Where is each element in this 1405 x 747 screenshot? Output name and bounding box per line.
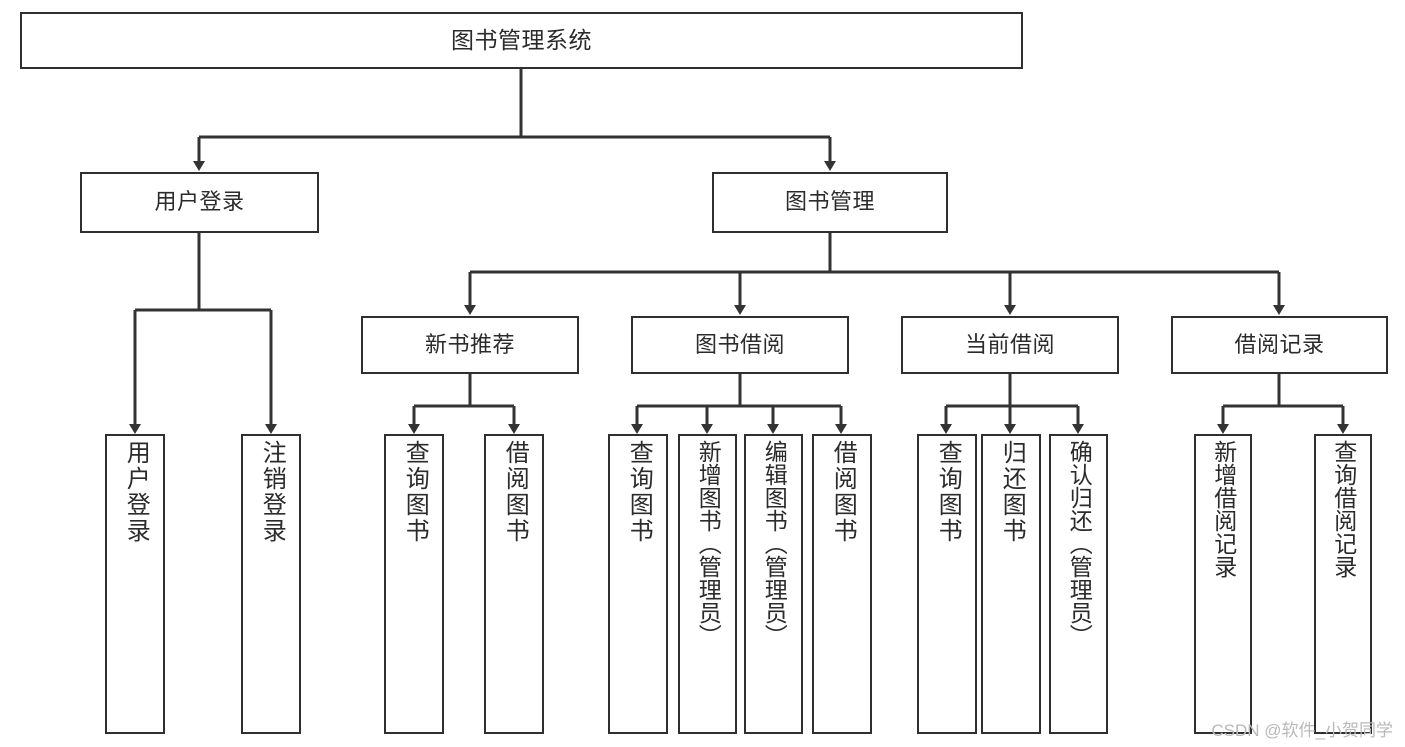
node-label: 用户登录: [154, 189, 245, 215]
node-label: 查询图书: [934, 440, 962, 544]
node-label: 借阅图书: [501, 440, 529, 544]
node-label: 查询图书: [625, 440, 653, 544]
node-leaf-borrow-book-1[interactable]: 借阅图书: [484, 434, 544, 734]
node-borrow-record[interactable]: 借阅记录: [1171, 316, 1388, 374]
node-label: 归还图书: [998, 440, 1026, 544]
node-leaf-query-book-2[interactable]: 查询图书: [608, 434, 668, 734]
node-leaf-return-book[interactable]: 归还图书: [981, 434, 1041, 734]
node-leaf-add-book[interactable]: 新增图书（管理员）: [678, 434, 737, 734]
node-label: 当前借阅: [964, 331, 1055, 357]
node-label: 图书管理: [784, 189, 875, 215]
node-label: 新增借阅记录: [1210, 440, 1237, 578]
node-label: 查询借阅记录: [1330, 440, 1357, 578]
node-leaf-logout-login[interactable]: 注销登录: [241, 434, 301, 734]
node-label: 新增图书（管理员）: [695, 440, 722, 647]
node-label: 查询图书: [401, 440, 429, 544]
node-label: 图书借阅: [694, 331, 785, 357]
node-leaf-user-login[interactable]: 用户登录: [105, 434, 165, 734]
node-label: 借阅记录: [1234, 331, 1325, 357]
node-label: 注销登录: [258, 440, 286, 544]
node-new-book-recommend[interactable]: 新书推荐: [361, 316, 579, 374]
node-leaf-borrow-book-2[interactable]: 借阅图书: [812, 434, 872, 734]
node-label: 确认归还（管理员）: [1066, 440, 1093, 647]
node-label: 新书推荐: [424, 331, 515, 357]
node-label: 编辑图书（管理员）: [761, 440, 788, 647]
node-label: 用户登录: [122, 440, 150, 544]
node-user-login[interactable]: 用户登录: [80, 172, 319, 233]
node-leaf-edit-book[interactable]: 编辑图书（管理员）: [744, 434, 803, 734]
node-leaf-query-record[interactable]: 查询借阅记录: [1314, 434, 1372, 734]
node-leaf-add-record[interactable]: 新增借阅记录: [1194, 434, 1252, 734]
node-leaf-query-book-3[interactable]: 查询图书: [917, 434, 977, 734]
node-label: 图书管理系统: [451, 26, 592, 53]
node-leaf-query-book-1[interactable]: 查询图书: [384, 434, 444, 734]
watermark-text: CSDN @软件_小贺同学: [1211, 721, 1393, 740]
node-root-book-management-system[interactable]: 图书管理系统: [20, 12, 1023, 69]
node-label: 借阅图书: [829, 440, 857, 544]
node-leaf-confirm-return[interactable]: 确认归还（管理员）: [1049, 434, 1108, 734]
node-book-borrow[interactable]: 图书借阅: [631, 316, 849, 374]
node-current-borrow[interactable]: 当前借阅: [901, 316, 1119, 374]
node-book-management[interactable]: 图书管理: [712, 172, 948, 233]
